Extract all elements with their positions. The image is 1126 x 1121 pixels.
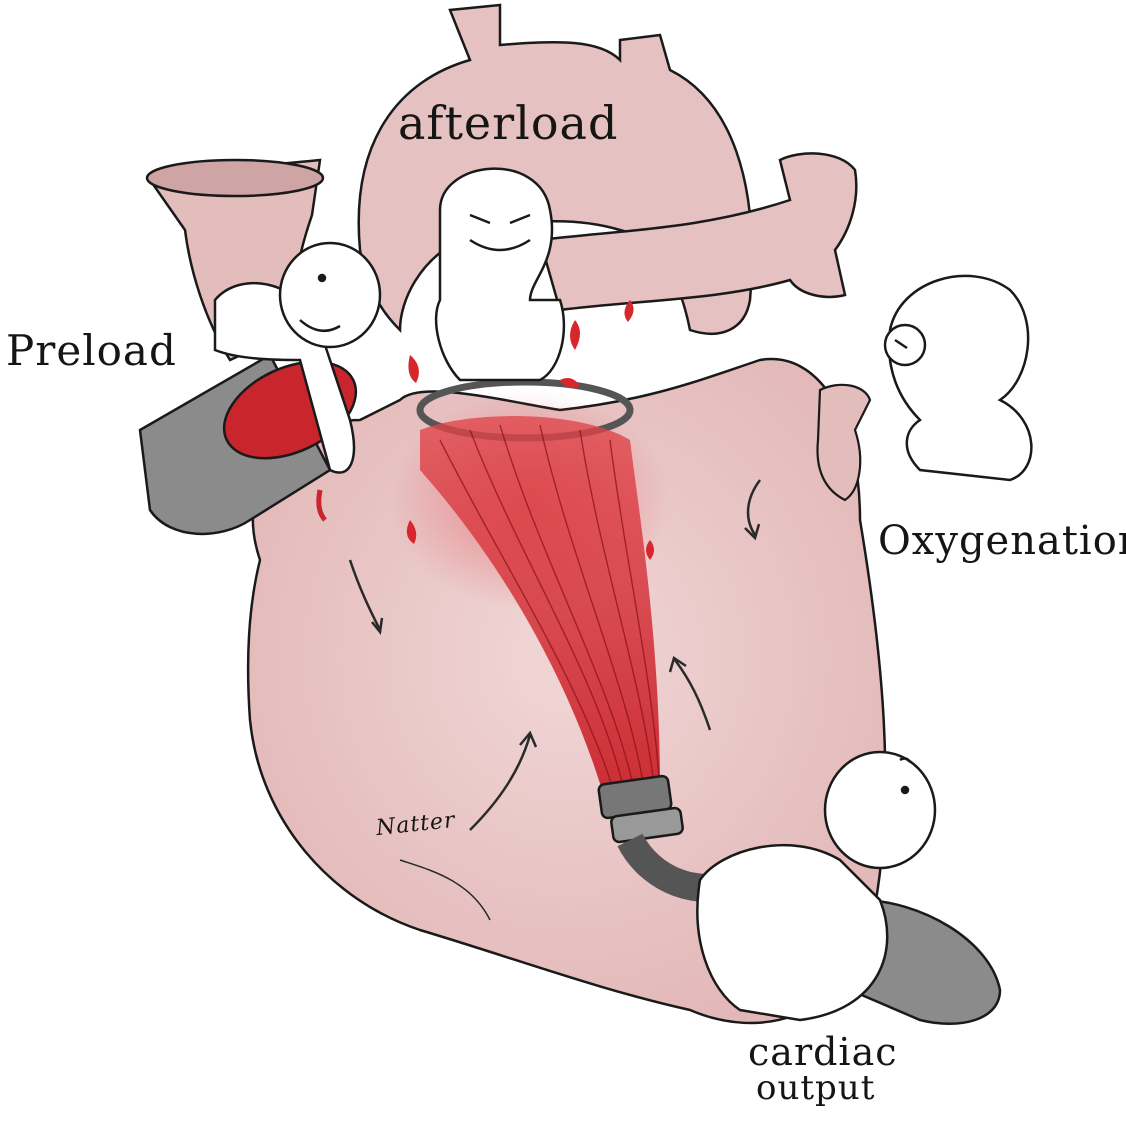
cardiac-output-label-line2: output bbox=[756, 1068, 876, 1108]
preload-label: Preload bbox=[6, 326, 177, 375]
afterload-label: afterload bbox=[398, 96, 619, 150]
preload-figure bbox=[213, 241, 382, 474]
blood-stream bbox=[420, 416, 660, 800]
oxygenation-label: Oxygenation bbox=[878, 518, 1126, 564]
cardiac-output-label-line1: cardiac bbox=[748, 1030, 898, 1074]
oxygenation-figure bbox=[883, 274, 1033, 482]
arrow-icon bbox=[348, 479, 762, 831]
afterload-figure bbox=[434, 167, 566, 382]
pulmonary-artery bbox=[538, 152, 858, 312]
cardiac-output-figure bbox=[696, 750, 937, 1022]
aortic-arch bbox=[357, 3, 754, 335]
